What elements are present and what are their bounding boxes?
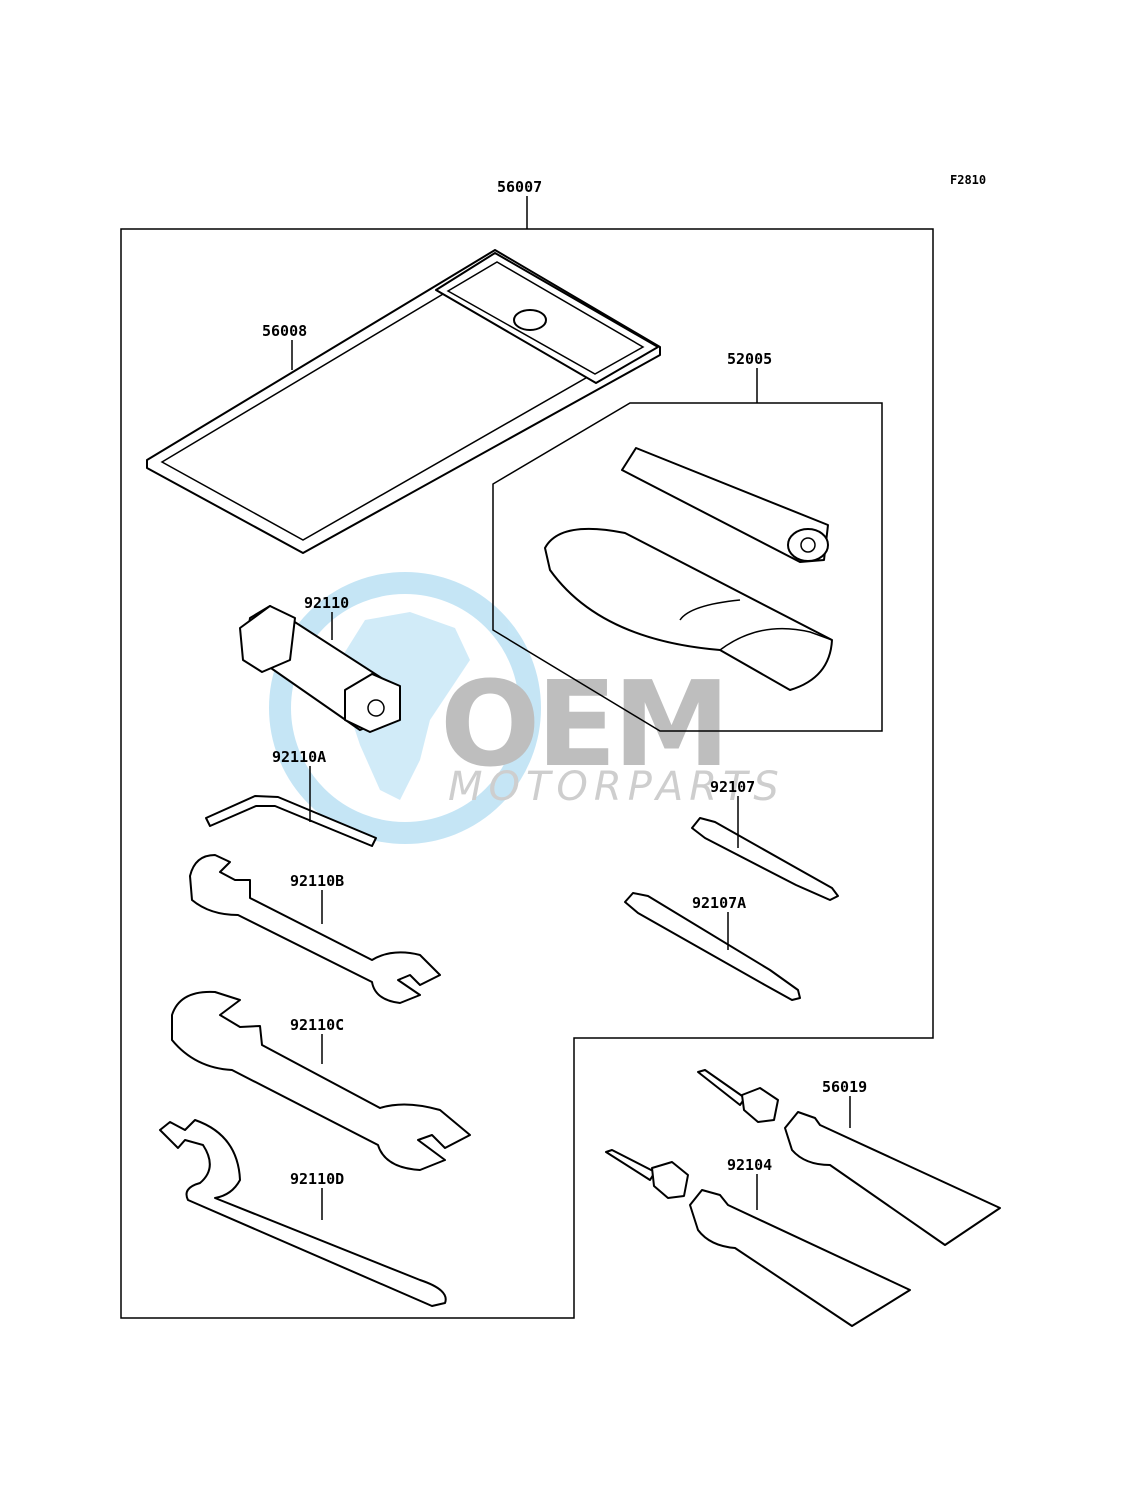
pouch-snap-icon bbox=[513, 309, 547, 331]
label-screwdriver-kit: 52005 bbox=[727, 350, 772, 368]
label-hex-key: 92110A bbox=[272, 748, 326, 766]
label-screwdriver-bit-a: 92107A bbox=[692, 894, 746, 912]
screwdriver-bit: 92107 bbox=[691, 778, 839, 901]
spark-plug-wrench: 92110 bbox=[239, 594, 401, 733]
screwdriver-kit: 52005 bbox=[492, 350, 883, 732]
figure-code: F2810 bbox=[950, 173, 986, 187]
screwdriver-bit-a: 92107A bbox=[624, 892, 801, 1001]
watermark-globe-icon bbox=[269, 572, 541, 844]
label-tube-lower: 92104 bbox=[727, 1156, 772, 1174]
label-kit: 56007 bbox=[497, 178, 542, 196]
open-wrench-c: 92110C bbox=[171, 990, 471, 1171]
kit-outline bbox=[120, 228, 934, 1319]
label-screwdriver-bit: 92107 bbox=[710, 778, 755, 796]
watermark: OEM MOTORPARTS bbox=[269, 572, 785, 844]
grease-tube-lower: 92104 bbox=[605, 1149, 911, 1327]
label-wrench-b: 92110B bbox=[290, 872, 344, 890]
label-pouch: 56008 bbox=[262, 322, 307, 340]
hex-key: 92110A bbox=[205, 748, 377, 847]
grease-tube-upper: 56019 bbox=[697, 1069, 1001, 1246]
watermark-continent-icon bbox=[340, 612, 470, 800]
label-tube-upper: 56019 bbox=[822, 1078, 867, 1096]
label-hook-wrench: 92110D bbox=[290, 1170, 344, 1188]
watermark-brand: OEM bbox=[440, 655, 726, 793]
watermark-subtitle: MOTORPARTS bbox=[448, 764, 785, 810]
label-spark-plug-wrench: 92110 bbox=[304, 594, 349, 612]
hook-wrench: 92110D bbox=[159, 1119, 447, 1307]
tool-pouch: 56008 bbox=[146, 249, 661, 554]
label-wrench-c: 92110C bbox=[290, 1016, 344, 1034]
open-wrench-b: 92110B bbox=[189, 854, 441, 1004]
